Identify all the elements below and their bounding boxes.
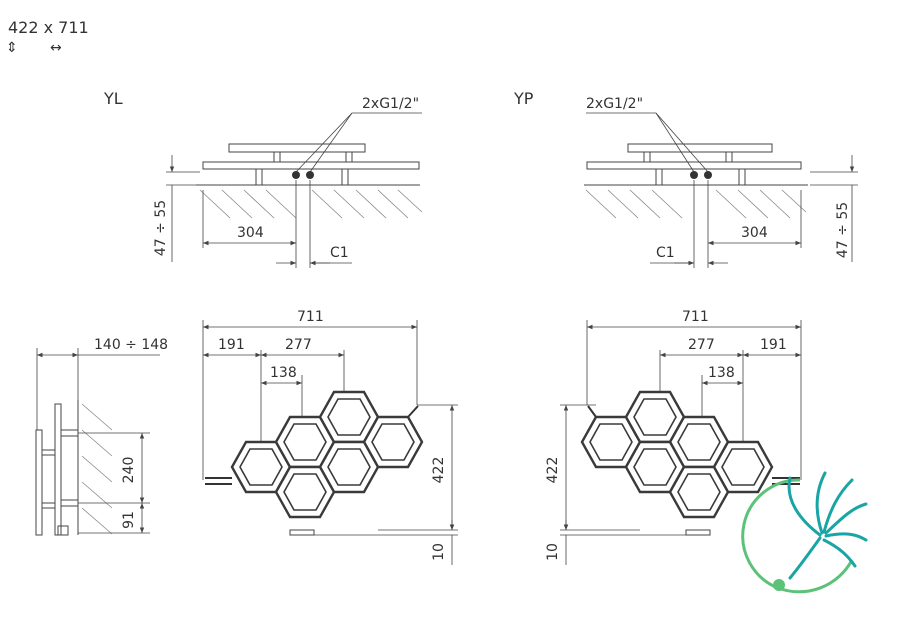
yp-front-view: 711 277 191 138 bbox=[545, 309, 802, 565]
side-bracket-bottom-dim: 91 bbox=[121, 511, 137, 529]
yl-dim-b: 277 bbox=[285, 337, 312, 353]
yl-connection-label: 2xG1/2" bbox=[362, 96, 419, 112]
yp-top-view: YP 2xG1/2" 47 ÷ 55 bbox=[513, 89, 858, 268]
yp-connection-label: 2xG1/2" bbox=[586, 96, 643, 112]
yp-honeycomb bbox=[580, 390, 800, 536]
yp-width-dim: 711 bbox=[682, 309, 709, 325]
side-depth-dim: 140 ÷ 148 bbox=[94, 337, 168, 353]
yl-wall-dim: 47 ÷ 55 bbox=[153, 200, 169, 256]
side-bracket-spacing-dim: 240 bbox=[121, 457, 137, 484]
yp-wall-dim: 47 ÷ 55 bbox=[835, 202, 851, 258]
fan-logo-icon bbox=[741, 471, 868, 594]
yp-dim-c: 138 bbox=[708, 365, 735, 381]
vertical-arrow-icon: ⇕ bbox=[6, 40, 18, 56]
yp-dim-a: 191 bbox=[760, 337, 787, 353]
yl-offset-dim: 304 bbox=[237, 225, 264, 241]
yl-width-dim: 711 bbox=[297, 309, 324, 325]
yl-honeycomb bbox=[205, 390, 424, 536]
yl-front-view: 711 191 277 138 bbox=[202, 309, 458, 565]
size-label: 422 x 711 bbox=[8, 18, 89, 37]
yl-top-view: YL 2xG1/2" 47 bbox=[103, 89, 423, 268]
yl-c1-dim: C1 bbox=[330, 245, 349, 261]
side-view: 140 ÷ 148 240 91 bbox=[35, 337, 168, 536]
yp-offset-dim: 304 bbox=[741, 225, 768, 241]
yl-dim-a: 191 bbox=[218, 337, 245, 353]
yl-floor-dim: 10 bbox=[431, 543, 447, 561]
yp-code-label: YP bbox=[513, 89, 534, 108]
yp-c1-dim: C1 bbox=[656, 245, 675, 261]
yp-floor-dim: 10 bbox=[545, 543, 561, 561]
yp-height-dim: 422 bbox=[545, 457, 561, 484]
yl-height-dim: 422 bbox=[431, 457, 447, 484]
yl-code-label: YL bbox=[103, 89, 123, 108]
horizontal-arrow-icon: ↔ bbox=[50, 40, 62, 56]
yp-dim-b: 277 bbox=[688, 337, 715, 353]
yl-dim-c: 138 bbox=[270, 365, 297, 381]
